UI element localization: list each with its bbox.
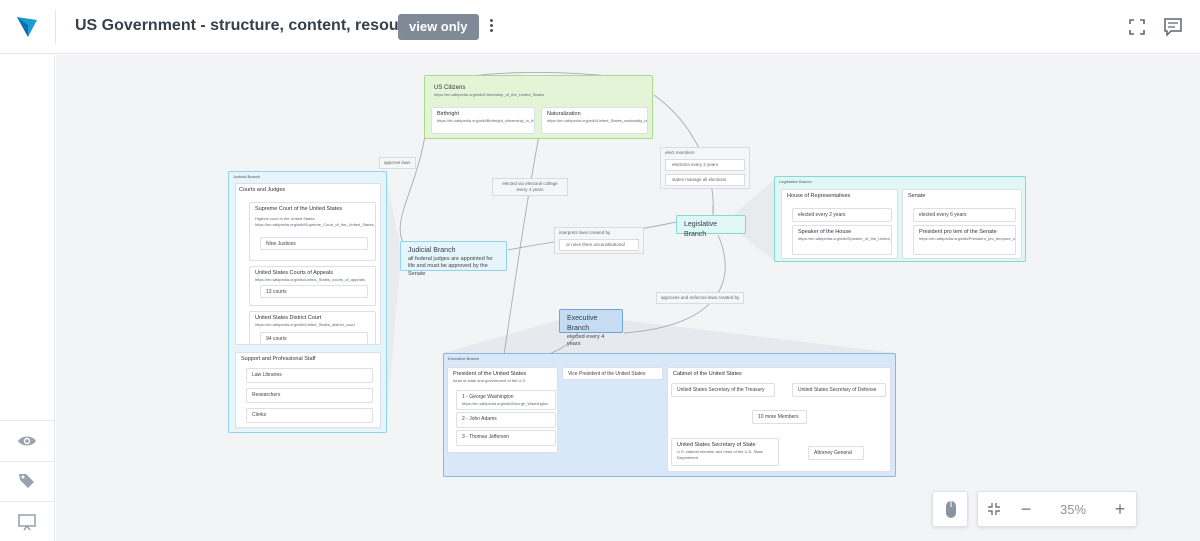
judicial-branch-node[interactable]: Judicial Branch all federal judges are a… xyxy=(400,241,507,277)
vice-president-card[interactable]: Vice President of the United States xyxy=(562,367,663,380)
president-card[interactable]: President of the United States head of s… xyxy=(447,367,558,453)
mouse-mode-button[interactable] xyxy=(932,491,968,527)
rail-separator xyxy=(0,420,55,421)
president-item[interactable]: 2 - John Adams xyxy=(456,412,556,428)
citizens-title: US Citizens xyxy=(434,85,466,91)
fullscreen-icon[interactable] xyxy=(1126,16,1148,38)
left-rail xyxy=(0,55,55,541)
app-header: US Government - structure, content, reso… xyxy=(0,0,1200,54)
more-members-card[interactable]: 10 more Members xyxy=(752,410,807,424)
house-card[interactable]: House of Representatives elected every 2… xyxy=(781,189,898,259)
mouse-icon xyxy=(946,501,956,518)
cabinet-card[interactable]: Cabinet of the United States United Stat… xyxy=(667,367,891,472)
citizens-url[interactable]: https://en.wikipedia.org/wiki/Citizenshi… xyxy=(434,92,545,97)
tag-icon[interactable] xyxy=(17,471,37,491)
courts-and-judges-card[interactable]: Courts and Judges Supreme Court of the U… xyxy=(235,183,381,345)
fit-to-screen-button[interactable] xyxy=(978,491,1010,527)
zoom-in-button[interactable]: + xyxy=(1114,498,1126,519)
appeals-court-card[interactable]: United States Courts of Appeals https://… xyxy=(249,266,376,306)
zoom-control: − 35% + xyxy=(977,491,1137,527)
citizens-group[interactable]: US Citizens https://en.wikipedia.org/wik… xyxy=(424,75,653,139)
zoom-out-button[interactable]: − xyxy=(1020,498,1032,519)
present-icon[interactable] xyxy=(17,512,37,532)
staff-item[interactable]: Law Libraries xyxy=(246,368,373,383)
president-item[interactable]: 1 - George Washington https://en.wikiped… xyxy=(456,390,556,410)
president-item[interactable]: 3 - Thomas Jefferson xyxy=(456,430,556,446)
edge-label-group: elect members elections every 2 years st… xyxy=(660,147,750,190)
supreme-child[interactable]: Nine Justices xyxy=(260,237,368,250)
appeals-child[interactable]: 13 courts xyxy=(260,285,368,298)
judicial-group-label: Judicial Branch xyxy=(233,174,261,179)
zoom-level: 35% xyxy=(1059,501,1087,517)
staff-item[interactable]: Clerks xyxy=(246,408,373,423)
naturalization-card[interactable]: Naturalization https://en.wikipedia.org/… xyxy=(541,107,648,134)
shrink-icon xyxy=(988,503,1000,515)
logo-icon[interactable] xyxy=(14,14,40,40)
executive-group-label: Executive Branch xyxy=(448,356,480,361)
rail-separator xyxy=(0,461,55,462)
judicial-group[interactable]: Judicial Branch Courts and Judges Suprem… xyxy=(228,171,387,433)
edge-label: elected via electoral college every 4 ye… xyxy=(492,178,568,197)
header-divider xyxy=(55,10,56,44)
edge-label-group: interprets laws created by or rules them… xyxy=(554,227,644,255)
supreme-court-card[interactable]: Supreme Court of the United States Highe… xyxy=(249,202,376,261)
president-pro-tem-card[interactable]: President pro tem of the Senate https://… xyxy=(913,225,1016,255)
birthright-card[interactable]: Birthright https://en.wikipedia.org/wiki… xyxy=(431,107,535,134)
senate-card[interactable]: Senate elected every 6 years President p… xyxy=(902,189,1022,259)
defense-card[interactable]: United States Secretary of Defense xyxy=(792,383,886,397)
edge-label: approve laws xyxy=(379,157,416,170)
executive-branch-node[interactable]: Executive Branch elected every 4 years xyxy=(559,309,623,347)
edge-label: approves and enforces laws created by xyxy=(656,292,745,305)
rail-separator xyxy=(0,501,55,502)
staff-item[interactable]: Researchers xyxy=(246,388,373,403)
legislative-group[interactable]: Legislative Branch House of Representati… xyxy=(774,176,1026,262)
district-child[interactable]: 94 courts xyxy=(260,332,368,344)
legislative-branch-node[interactable]: Legislative Branch xyxy=(676,215,746,238)
speaker-card[interactable]: Speaker of the House https://en.wikipedi… xyxy=(792,225,892,255)
document-title: US Government - structure, content, reso… xyxy=(75,17,432,34)
secretary-of-state-card[interactable]: United States Secretary of State U.S. ca… xyxy=(671,438,779,466)
district-court-card[interactable]: United States District Court https://en.… xyxy=(249,311,376,344)
house-term-card[interactable]: elected every 2 years xyxy=(792,208,892,222)
eye-icon[interactable] xyxy=(17,431,37,451)
treasury-card[interactable]: United States Secretary of the Treasury xyxy=(671,383,775,397)
more-options-icon[interactable] xyxy=(484,17,498,37)
view-only-badge[interactable]: view only xyxy=(398,14,479,40)
executive-group[interactable]: Executive Branch President of the United… xyxy=(443,353,896,477)
mind-map-canvas[interactable]: US Citizens https://en.wikipedia.org/wik… xyxy=(56,55,1200,541)
comment-icon[interactable] xyxy=(1162,16,1184,38)
legislative-group-label: Legislative Branch xyxy=(779,179,812,184)
senate-term-card[interactable]: elected every 6 years xyxy=(913,208,1016,222)
attorney-general-card[interactable]: Attorney General xyxy=(808,446,864,460)
support-staff-card[interactable]: Support and Professional Staff Law Libra… xyxy=(235,352,381,428)
